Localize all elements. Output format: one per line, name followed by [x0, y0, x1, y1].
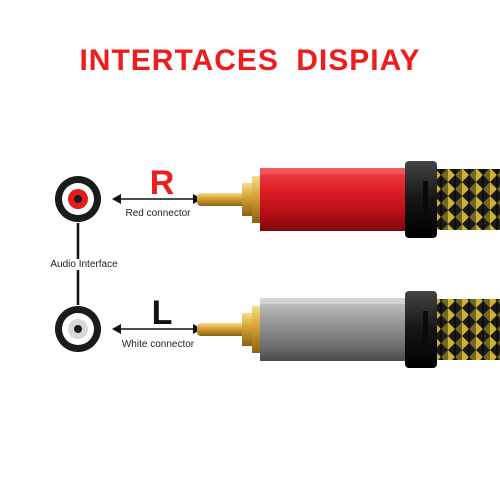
red-jack-icon	[55, 176, 101, 222]
braided-cable-icon	[437, 299, 500, 360]
page-title: INTERTACES DISPIAY	[79, 44, 421, 77]
rca-plug-icon	[197, 161, 437, 238]
audio-interface-label: Audio Interface	[32, 259, 136, 270]
port-label-r: R	[149, 164, 175, 202]
rca-plug-icon	[197, 291, 437, 368]
white-jack-icon	[55, 306, 101, 352]
port-label-l: L	[151, 294, 173, 332]
white-connector-label: White connector	[121, 339, 195, 350]
red-connector-label: Red connector	[125, 208, 191, 219]
braided-cable-icon	[437, 169, 500, 230]
